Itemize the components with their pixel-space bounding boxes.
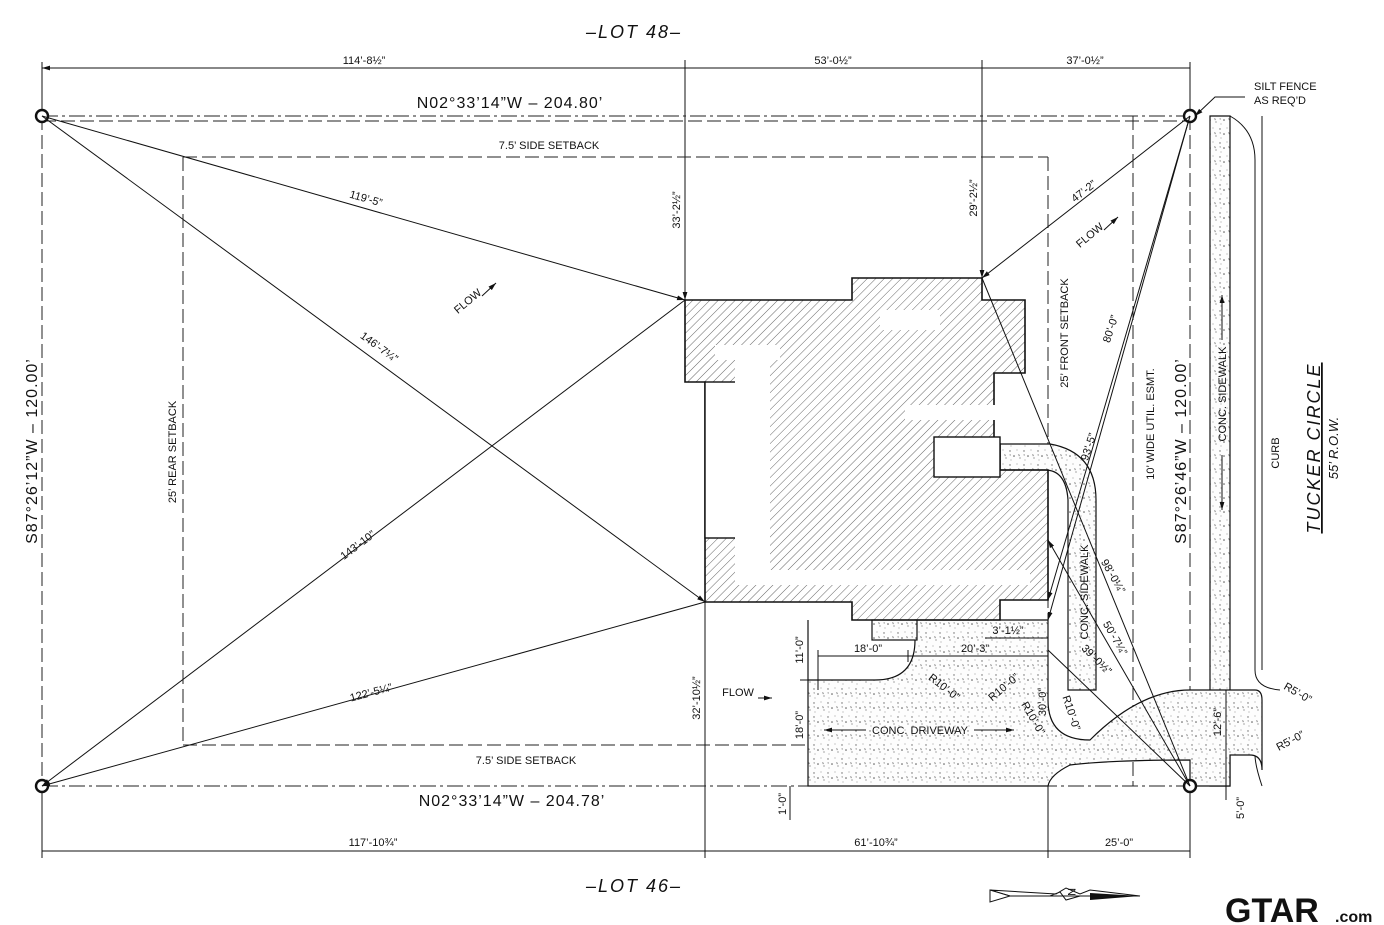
- vdim-4: 11’-0”: [794, 636, 806, 664]
- curb-label: CURB: [1270, 437, 1282, 468]
- house-bump: [933, 436, 1001, 478]
- front-walk: [999, 443, 1097, 691]
- side-setback-top: 7.5’ SIDE SETBACK: [499, 140, 600, 152]
- svg-text:FLOW: FLOW: [452, 286, 485, 316]
- tie-label-1: 119’-5”: [348, 189, 384, 210]
- sidewalk-right-label: CONC. SIDEWALK: [1217, 346, 1229, 442]
- bearing-bottom: N02°33’14”W – 204.78’: [419, 793, 606, 810]
- dim-bottom-2: 61’-10¾”: [854, 837, 898, 849]
- street-sidewalk: [1209, 115, 1231, 787]
- brand-name: GTAR: [1225, 892, 1319, 925]
- dim-top-1: 114’-8½”: [343, 55, 386, 67]
- porch-pad: [871, 619, 918, 641]
- curb-line: [1229, 115, 1281, 787]
- silt-fence-leader: [1194, 96, 1245, 117]
- driveway-vertical-dims: [789, 622, 818, 820]
- vdim-8: 12’-6”: [1212, 708, 1224, 736]
- util-easement-label: 10’ WIDE UTIL. ESMT.: [1145, 368, 1157, 479]
- flow-arrow-1: FLOW: [452, 282, 497, 317]
- brand-suffix: .com: [1335, 909, 1372, 925]
- vdim-6: 1’-0”: [777, 793, 789, 815]
- tie-label-2: 146’-7¼”: [358, 330, 400, 365]
- svg-text:FLOW: FLOW: [722, 687, 754, 699]
- dim-top-3: 37’-0½”: [1066, 55, 1104, 67]
- dim-bottom-1: 117’-10¾”: [349, 837, 398, 849]
- rear-setback-label: 25’ REAR SETBACK: [167, 400, 179, 503]
- radius-6: R5’-0”: [1275, 729, 1307, 754]
- tie-label-8: 98’-0¼”: [1098, 557, 1127, 596]
- house-courtyard: [715, 310, 1030, 585]
- bearing-right: S87°26’46”W – 120.00’: [1173, 358, 1190, 544]
- hdim-2: 20’-3”: [961, 643, 989, 655]
- bearing-top: N02°33’14”W – 204.80’: [417, 95, 604, 112]
- brand-logo: GTAR .com: [1225, 892, 1372, 925]
- driveway: [807, 619, 1263, 787]
- top-dimension-line: [41, 60, 1191, 300]
- bearing-left: S87°26’12”W – 120.00’: [24, 358, 41, 544]
- flow-arrow-2: FLOW: [1074, 216, 1119, 251]
- dim-top-2: 53’-0½”: [814, 55, 852, 67]
- vdim-3: 32’-10½”: [691, 676, 703, 720]
- vdim-2: 29’-2½”: [968, 179, 980, 217]
- tie-label-4: 122’-5¼”: [349, 682, 394, 705]
- vdim-5: 18’-0”: [794, 711, 806, 739]
- svg-text:FLOW: FLOW: [1074, 220, 1107, 250]
- front-setback-label: 25’ FRONT SETBACK: [1059, 278, 1071, 388]
- vdim-7: 30’-0”: [1037, 688, 1049, 716]
- hdim-1: 18’-0”: [854, 643, 882, 655]
- side-setback-bottom: 7.5’ SIDE SETBACK: [476, 755, 577, 767]
- radius-5: R5’-0”: [1282, 681, 1314, 707]
- tie-label-5: 47’-2”: [1069, 178, 1099, 205]
- lot-48-label: –LOT 48–: [585, 22, 682, 42]
- tie-lines: [41, 115, 1191, 787]
- flow-arrow-3: FLOW: [722, 687, 772, 701]
- driveway-horizontal-dims: [817, 637, 1048, 690]
- street-name: TUCKER CIRCLE: [1304, 362, 1324, 533]
- silt-fence-label-1: SILT FENCE: [1254, 81, 1317, 93]
- right-of-way: 55’ R.O.W.: [1326, 417, 1341, 479]
- silt-fence-label-2: AS REQ’D: [1254, 95, 1306, 107]
- hdim-3: 3’-1½”: [992, 625, 1024, 637]
- tie-label-6: 80’-0”: [1101, 314, 1121, 345]
- dim-bottom-3: 25’-0”: [1105, 837, 1133, 849]
- vdim-9: 5’-0”: [1235, 797, 1247, 819]
- north-label: N: [1065, 888, 1077, 896]
- vdim-1: 33’-2½”: [671, 191, 683, 229]
- sidewalk-front-label: CONC. SIDEWALK: [1079, 544, 1091, 640]
- north-arrow-icon: N: [989, 887, 1141, 903]
- tie-label-3: 143’-10”: [338, 528, 378, 562]
- radius-4: R10’-0”: [1060, 694, 1083, 732]
- lot-46-label: –LOT 46–: [585, 876, 682, 896]
- driveway-label: CONC. DRIVEWAY: [872, 725, 969, 737]
